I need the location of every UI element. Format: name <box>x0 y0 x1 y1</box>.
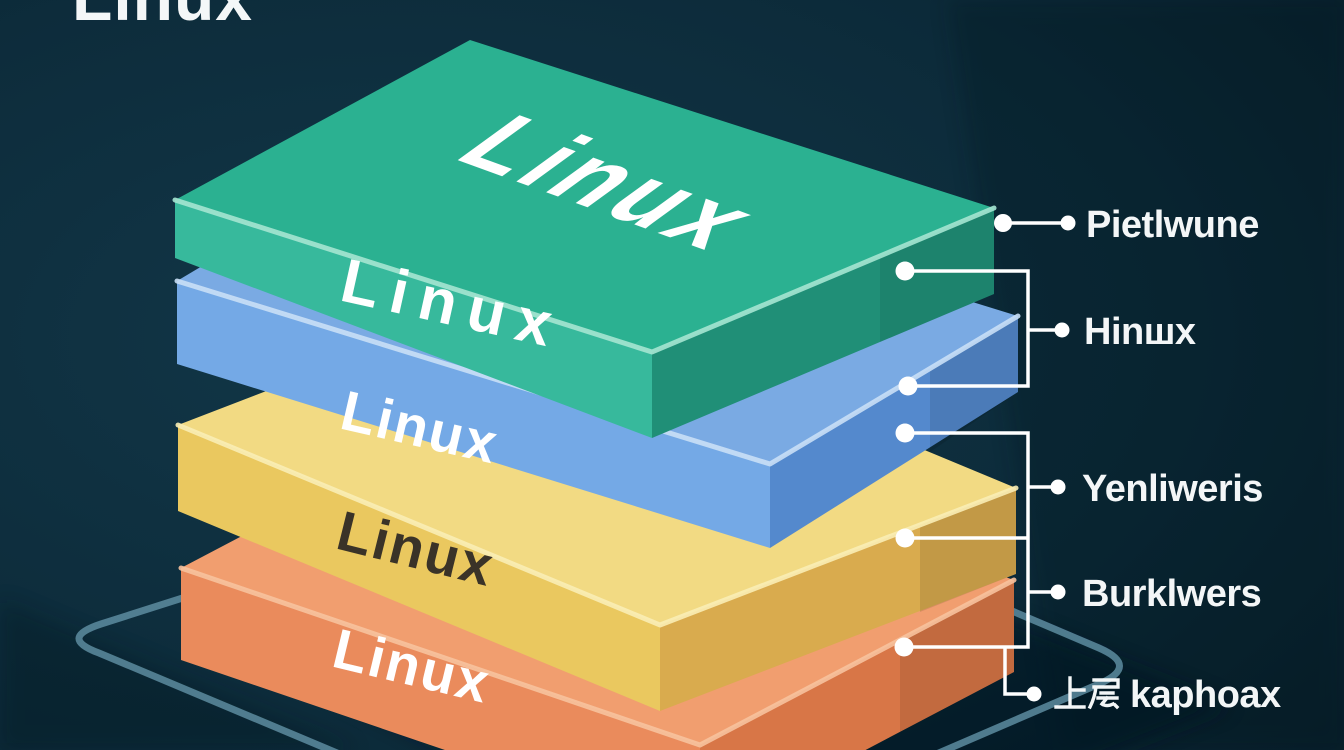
callout-5: kaphoax <box>1003 647 1282 716</box>
layer-green-front-face <box>175 200 652 438</box>
hanzi-ceng-icon <box>1087 678 1120 710</box>
page-title: Linux <box>72 0 253 34</box>
callout-3-dot-mid <box>895 528 915 548</box>
layer-yellow-side-shade <box>920 488 1016 612</box>
layer-blue-front-face <box>177 281 770 548</box>
background-shade-left <box>0 600 360 750</box>
callout-2-label: Hinшx <box>1084 311 1196 353</box>
callout-1-dot-layer <box>994 214 1012 232</box>
callout-3-dot-bottom <box>894 637 914 657</box>
layer-orange-side-shade <box>900 580 1014 732</box>
callout-5-label-group: kaphoax <box>1054 674 1282 716</box>
layer-blue-edge-highlight <box>174 278 1021 467</box>
layer-green-edge-highlight <box>172 197 997 355</box>
callout-2-dot-bottom <box>898 376 918 396</box>
layer-yellow-front-face <box>178 425 660 711</box>
layer-green: Linux Linux <box>172 40 997 438</box>
callout-4-label: Burklwers <box>1082 573 1261 615</box>
callout-2: Hinшx <box>895 261 1196 396</box>
layer-blue-side-face <box>770 316 1018 548</box>
callout-3-dot-label <box>1050 479 1066 495</box>
callout-2-dot-label <box>1054 322 1070 338</box>
layer-green-top-face <box>175 40 994 352</box>
hanzi-shang-icon <box>1054 676 1086 709</box>
callout-5-dot-label <box>1026 686 1042 702</box>
callout-3-4: Yenliweris Burklwers <box>894 423 1263 657</box>
callout-3-bracket <box>904 431 1030 649</box>
callout-3-dot-top <box>895 423 915 443</box>
callout-1-label: Pietlwune <box>1086 204 1259 246</box>
callout-1-dot-label <box>1060 215 1076 231</box>
background-shade-right <box>948 0 1344 750</box>
callout-5-elbow <box>1003 647 1034 696</box>
callout-5-label: kaphoax <box>1130 674 1281 716</box>
callout-1: Pietlwune <box>994 204 1259 246</box>
layer-green-side-shade <box>880 208 994 342</box>
callout-3-label: Yenliweris <box>1082 468 1263 510</box>
callout-4-dot-label <box>1050 584 1066 600</box>
layer-yellow-side-face <box>660 488 1016 711</box>
layer-orange-edge-highlight <box>178 565 1017 748</box>
layer-blue-side-shade <box>930 316 1018 452</box>
callout-2-dot-top <box>895 261 915 281</box>
